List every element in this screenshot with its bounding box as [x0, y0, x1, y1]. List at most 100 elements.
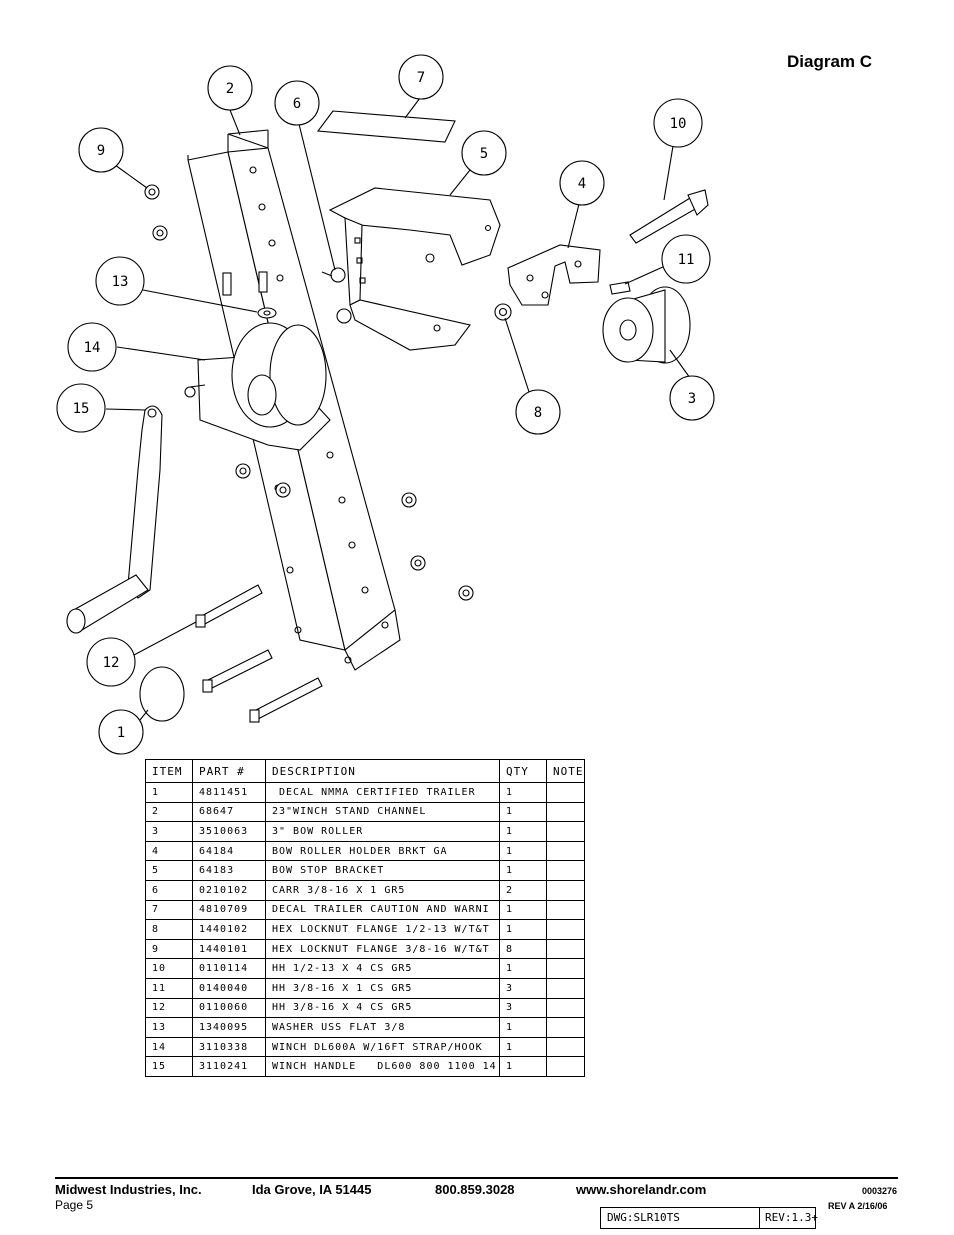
callout-label: 8: [534, 405, 542, 421]
callout-label: 4: [578, 176, 586, 192]
cell-description: 3" BOW ROLLER: [265, 821, 500, 842]
cell-note: [546, 938, 585, 960]
hex-bolt-1-2-part: [629, 189, 709, 244]
callout-label: 9: [97, 143, 105, 159]
cell-item: 10: [145, 958, 193, 979]
callout-13: 13: [95, 256, 145, 306]
callout-9: 9: [78, 127, 124, 173]
cell-part-number: 0140040: [192, 977, 266, 999]
cell-part-number: 64184: [192, 840, 266, 862]
cell-note: [546, 997, 585, 1019]
diagram-title: Diagram C: [787, 52, 873, 71]
column-header-item: ITEM: [145, 759, 193, 783]
callout-12: 12: [86, 637, 136, 687]
cell-description: HEX LOCKNUT FLANGE 3/8-16 W/T&T: [265, 938, 500, 960]
cell-description: BOW ROLLER HOLDER BRKT GA: [265, 840, 500, 862]
callout-label: 7: [417, 70, 425, 86]
cell-description: CARR 3/8-16 X 1 GR5: [265, 879, 500, 901]
callout-6: 6: [274, 80, 320, 126]
callout-11: 11: [661, 234, 711, 284]
cell-item: 9: [145, 938, 193, 960]
cell-part-number: 3510063: [192, 821, 266, 842]
cell-qty: 1: [499, 782, 547, 803]
callout-label: 2: [226, 81, 234, 97]
callout-balloons: 1 2 3 4 5 6 7 8 9 10 11 12 13 14 15: [56, 54, 715, 755]
footer-website: www.shorelandr.com: [576, 1182, 707, 1197]
callout-label: 6: [293, 96, 301, 112]
cell-part-number: 3110241: [192, 1056, 266, 1077]
cell-item: 14: [145, 1036, 193, 1058]
cell-description: HH 1/2-13 X 4 CS GR5: [265, 958, 500, 979]
bow-roller-holder-part: [507, 244, 601, 306]
callout-label: 15: [73, 401, 90, 417]
cell-note: [546, 821, 585, 842]
cell-note: [546, 860, 585, 881]
hex-bolt-3-8x1-part: [609, 281, 631, 295]
cell-description: HH 3/8-16 X 4 CS GR5: [265, 997, 500, 1019]
footer-phone: 800.859.3028: [435, 1182, 515, 1197]
cell-item: 12: [145, 997, 193, 1019]
cell-note: [546, 782, 585, 803]
cell-part-number: 1340095: [192, 1017, 266, 1038]
cell-part-number: 0110114: [192, 958, 266, 979]
cell-qty: 1: [499, 958, 547, 979]
cell-description: WASHER USS FLAT 3/8: [265, 1017, 500, 1038]
cell-note: [546, 1036, 585, 1058]
cell-part-number: 0110060: [192, 997, 266, 1019]
footer-city: Ida Grove, IA 51445: [252, 1182, 372, 1197]
cell-note: [546, 899, 585, 921]
callout-label: 5: [480, 146, 488, 162]
cell-item: 11: [145, 977, 193, 999]
cell-part-number: 68647: [192, 801, 266, 823]
cell-part-number: 4811451: [192, 782, 266, 803]
cell-qty: 3: [499, 997, 547, 1019]
cell-qty: 2: [499, 879, 547, 901]
callout-label: 1: [117, 725, 125, 741]
bow-roller-part: [602, 286, 691, 364]
winch-part: [184, 322, 331, 451]
cell-description: HEX LOCKNUT FLANGE 1/2-13 W/T&T: [265, 919, 500, 940]
cell-item: 2: [145, 801, 193, 823]
cell-item: 13: [145, 1017, 193, 1038]
cell-qty: 1: [499, 1017, 547, 1038]
hex-bolt-3-8x4-part: [195, 584, 323, 723]
cell-description: DECAL TRAILER CAUTION AND WARNI: [265, 899, 500, 921]
callout-10: 10: [653, 98, 703, 148]
cell-note: [546, 840, 585, 862]
cell-note: [546, 919, 585, 940]
drawing-number: DWG:SLR10TS: [607, 1211, 680, 1224]
decal-nmma-part: [139, 666, 185, 722]
cell-qty: 1: [499, 1056, 547, 1077]
page-number: Page 5: [55, 1198, 94, 1212]
callout-14: 14: [67, 322, 117, 372]
cell-item: 5: [145, 860, 193, 881]
callout-label: 10: [670, 116, 687, 132]
callout-label: 3: [688, 391, 696, 407]
callout-15: 15: [56, 383, 106, 433]
winch-handle-part: [66, 405, 163, 634]
flat-washer-part: [257, 307, 277, 319]
locknut-part: [144, 184, 512, 601]
cell-note: [546, 1017, 585, 1038]
cell-description: WINCH HANDLE DL600 800 1100 14: [265, 1056, 500, 1077]
cell-item: 7: [145, 899, 193, 921]
callout-5: 5: [461, 130, 507, 176]
cell-note: [546, 958, 585, 979]
title-block-divider: [759, 1208, 760, 1228]
callout-label: 11: [678, 252, 695, 268]
cell-part-number: 64183: [192, 860, 266, 881]
cell-part-number: 1440102: [192, 919, 266, 940]
cell-item: 6: [145, 879, 193, 901]
cell-part-number: 1440101: [192, 938, 266, 960]
cell-description: 23"WINCH STAND CHANNEL: [265, 801, 500, 823]
decal-caution-part: [316, 110, 456, 143]
